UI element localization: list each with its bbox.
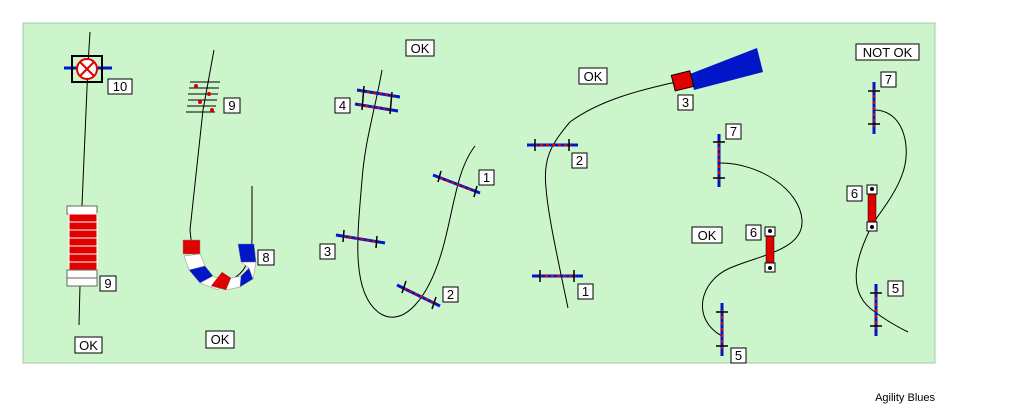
verdict-label: OK xyxy=(74,336,103,354)
panel-2: 9 8 OK xyxy=(182,49,275,349)
jump-5-obstacle xyxy=(716,303,728,356)
jump-2-obstacle xyxy=(527,139,578,151)
svg-text:9: 9 xyxy=(104,276,111,291)
credit-text: Agility Blues xyxy=(875,392,935,404)
obstacle-number-4: 4 xyxy=(334,97,351,114)
svg-text:10: 10 xyxy=(113,79,127,94)
jump-3-obstacle xyxy=(335,229,386,249)
svg-text:1: 1 xyxy=(483,170,490,185)
svg-text:OK: OK xyxy=(211,332,230,347)
obstacle-number-7: 7 xyxy=(725,123,742,140)
panel-5: 7 6 5 OK xyxy=(691,123,803,364)
obstacle-number-5: 5 xyxy=(730,347,747,364)
obstacle-number-2: 2 xyxy=(442,286,459,303)
svg-text:8: 8 xyxy=(262,250,269,265)
svg-text:3: 3 xyxy=(324,244,331,259)
obstacle-number-8: 8 xyxy=(257,249,275,266)
curved-tunnel-obstacle xyxy=(182,239,257,291)
svg-text:5: 5 xyxy=(735,348,742,363)
svg-text:OK: OK xyxy=(79,338,98,353)
dog-path xyxy=(544,81,677,309)
svg-text:6: 6 xyxy=(750,225,757,240)
jump-7-obstacle xyxy=(868,82,880,134)
obstacle-number-6: 6 xyxy=(745,224,762,241)
svg-text:NOT OK: NOT OK xyxy=(863,45,913,60)
svg-text:4: 4 xyxy=(339,98,346,113)
jump-1-obstacle xyxy=(532,270,583,282)
dog-path xyxy=(701,162,803,337)
svg-text:6: 6 xyxy=(851,186,858,201)
svg-text:2: 2 xyxy=(576,153,583,168)
panel-6: 7 6 5 NOT OK xyxy=(846,43,920,336)
jump-5-obstacle xyxy=(870,284,882,336)
obstacle-number-3: 3 xyxy=(319,243,336,260)
svg-text:OK: OK xyxy=(584,69,603,84)
svg-text:3: 3 xyxy=(682,95,689,110)
verdict-label: OK xyxy=(578,67,608,85)
svg-text:OK: OK xyxy=(698,228,717,243)
obstacle-number-6: 6 xyxy=(846,185,863,202)
svg-text:1: 1 xyxy=(582,284,589,299)
obstacle-number-1: 1 xyxy=(478,169,495,186)
obstacle-number-5: 5 xyxy=(887,280,904,297)
jump-1-obstacle xyxy=(432,170,481,198)
obstacle-number-9: 9 xyxy=(223,97,241,114)
double-jump-obstacle xyxy=(354,85,401,115)
jump-2-obstacle xyxy=(396,280,441,310)
tire-stack-obstacle xyxy=(66,205,98,287)
svg-text:9: 9 xyxy=(228,98,235,113)
verdict-label: NOT OK xyxy=(855,43,920,61)
verdict-label: OK xyxy=(405,39,435,57)
obstacle-number-1: 1 xyxy=(577,283,594,300)
tire-6-obstacle xyxy=(866,184,878,232)
chute-obstacle xyxy=(670,48,763,92)
obstacle-number-3: 3 xyxy=(677,94,694,111)
verdict-label: OK xyxy=(205,330,235,349)
verdict-label: OK xyxy=(691,226,723,244)
panel-3: 4 1 3 2 xyxy=(319,39,495,318)
panel-1: 10 9 OK xyxy=(64,31,133,354)
obstacle-number-7: 7 xyxy=(880,71,897,88)
table-obstacle xyxy=(64,55,112,83)
obstacle-number-9: 9 xyxy=(99,275,117,292)
tire-6-obstacle xyxy=(764,226,776,273)
panel-4: 3 2 1 OK xyxy=(527,48,763,309)
svg-text:2: 2 xyxy=(447,287,454,302)
spread-jump-obstacle xyxy=(186,81,220,113)
svg-text:OK: OK xyxy=(411,41,430,56)
svg-text:5: 5 xyxy=(892,281,899,296)
obstacle-number-10: 10 xyxy=(107,78,133,95)
svg-text:7: 7 xyxy=(730,124,737,139)
svg-text:7: 7 xyxy=(885,72,892,87)
dog-path xyxy=(357,69,476,318)
obstacle-number-2: 2 xyxy=(571,152,588,169)
jump-7-obstacle xyxy=(713,134,725,187)
